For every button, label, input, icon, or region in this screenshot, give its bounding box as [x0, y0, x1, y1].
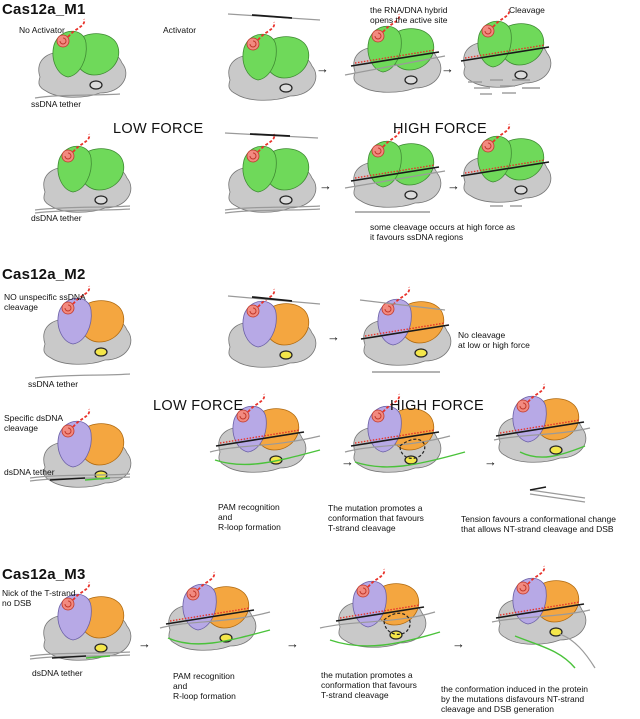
low-force-header-m1: LOW FORCE	[113, 121, 204, 137]
label-mutation-promotes-m3: the mutation promotes a conformation tha…	[321, 670, 417, 700]
m1-high-force-cleavage-complex	[460, 123, 552, 207]
m2-ssdna-complex	[34, 285, 132, 379]
label-conformation-induced: the conformation induced in the protein …	[441, 684, 588, 714]
m2-activator-complex	[227, 288, 321, 369]
label-ssdna-tether-m2: ssDNA tether	[28, 379, 79, 389]
m3-dsdna-complex	[29, 581, 132, 662]
m1-no-activator-complex	[34, 18, 127, 99]
arrow-icon: →	[447, 178, 460, 193]
arrow-icon: →	[441, 61, 454, 76]
section-title-m1: Cas12a_M1	[2, 1, 86, 18]
label-no-unspecific: NO unspecific ssDNA cleavage	[4, 292, 86, 312]
label-pam-recognition-m3: PAM recognition and R-loop formation	[173, 671, 236, 701]
m1-high-force-complex	[344, 128, 446, 213]
label-dsdna-tether-m3: dsDNA tether	[32, 668, 83, 678]
m2-dsdna-complex	[29, 408, 132, 489]
m2-t-strand-cleavage-complex	[344, 393, 466, 474]
section-title-m2: Cas12a_M2	[2, 266, 86, 283]
arrow-icon: →	[319, 178, 332, 193]
m3-t-strand-cleavage-complex	[319, 568, 441, 649]
low-force-header-m2: LOW FORCE	[153, 398, 244, 414]
arrow-icon: →	[452, 636, 465, 651]
label-dsdna-tether-m2: dsDNA tether	[4, 467, 55, 477]
m1-activator-complex	[227, 13, 321, 102]
label-activator: Activator	[163, 25, 197, 35]
label-some-cleavage: some cleavage occurs at high force as it…	[370, 222, 516, 242]
label-pam-recognition-m2: PAM recognition and R-loop formation	[218, 502, 281, 532]
label-mutation-promotes-m2: The mutation promotes a conformation tha…	[328, 503, 424, 533]
m3-pam-recognition-complex	[159, 571, 271, 652]
m2-no-cleavage-complex	[359, 286, 452, 373]
m3-conformation-complex	[491, 565, 596, 669]
high-force-header-m1: HIGH FORCE	[393, 121, 488, 137]
arrow-icon: →	[286, 636, 299, 651]
label-no-activator: No Activator	[19, 25, 65, 35]
label-no-cleavage: No cleavage at low or high force	[458, 330, 530, 350]
high-force-header-m2: HIGH FORCE	[390, 398, 485, 414]
label-nick-t-strand: Nick of the T-strand no DSB	[2, 588, 76, 608]
label-rna-dna-hybrid: the RNA/DNA hybrid opens the active site	[370, 5, 448, 25]
m1-open-site-complex	[344, 13, 446, 94]
label-cleavage: Cleavage	[509, 5, 545, 15]
m1-dsdna-complex	[34, 133, 132, 214]
arrow-icon: →	[484, 454, 497, 469]
m1-low-force-activator-complex	[224, 132, 321, 214]
m2-pam-recognition-complex	[209, 393, 321, 474]
arrow-icon: →	[341, 454, 354, 469]
m2-dsb-complex	[493, 383, 591, 503]
arrow-icon: →	[138, 636, 151, 651]
arrow-icon: →	[316, 61, 329, 76]
label-tension-favours: Tension favours a conformational change …	[461, 514, 616, 534]
label-specific-dsdna: Specific dsDNA cleavage	[4, 413, 64, 433]
m1-cleavage-complex	[460, 8, 552, 95]
label-ssdna-tether-m1: ssDNA tether	[31, 99, 82, 109]
label-dsdna-tether-m1: dsDNA tether	[31, 213, 82, 223]
arrow-icon: →	[327, 329, 340, 344]
section-title-m3: Cas12a_M3	[2, 566, 86, 583]
